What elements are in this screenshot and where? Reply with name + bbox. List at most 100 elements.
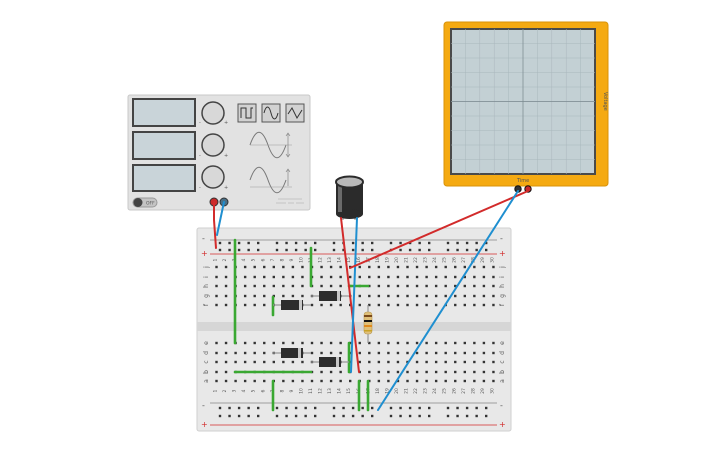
breadboard-hole[interactable] xyxy=(415,265,419,269)
breadboard-hole[interactable] xyxy=(291,360,295,364)
breadboard-hole[interactable] xyxy=(301,275,304,279)
breadboard-hole[interactable] xyxy=(243,294,247,298)
rail-hole[interactable] xyxy=(418,248,421,252)
breadboard-hole[interactable] xyxy=(263,351,266,355)
breadboard-hole[interactable] xyxy=(253,351,256,355)
breadboard-hole[interactable] xyxy=(425,303,428,307)
rail-hole[interactable] xyxy=(237,241,241,245)
rail-hole[interactable] xyxy=(304,248,307,252)
breadboard-hole[interactable] xyxy=(415,360,419,364)
breadboard-hole[interactable] xyxy=(215,294,218,298)
breadboard-hole[interactable] xyxy=(463,275,466,279)
breadboard-hole[interactable] xyxy=(482,265,486,269)
breadboard-hole[interactable] xyxy=(339,370,342,374)
breadboard-hole[interactable] xyxy=(263,303,266,307)
breadboard-hole[interactable] xyxy=(301,284,304,288)
breadboard-hole[interactable] xyxy=(482,275,486,279)
breadboard-hole[interactable] xyxy=(253,275,256,279)
breadboard-hole[interactable] xyxy=(282,341,285,345)
breadboard-hole[interactable] xyxy=(406,303,409,307)
rail-hole[interactable] xyxy=(371,414,374,418)
rail-hole[interactable] xyxy=(351,248,355,252)
rail-hole[interactable] xyxy=(475,406,478,410)
breadboard-hole[interactable] xyxy=(329,303,333,307)
breadboard-hole[interactable] xyxy=(377,284,381,288)
breadboard-hole[interactable] xyxy=(454,360,457,364)
breadboard-hole[interactable] xyxy=(339,351,342,355)
breadboard-hole[interactable] xyxy=(482,341,486,345)
rail-hole[interactable] xyxy=(446,414,450,418)
breadboard-hole[interactable] xyxy=(215,370,218,374)
breadboard-hole[interactable] xyxy=(224,275,228,279)
amplitude-knob[interactable] xyxy=(201,133,225,157)
breadboard-hole[interactable] xyxy=(454,351,457,355)
blue-wire-generator[interactable] xyxy=(216,201,225,236)
breadboard-hole[interactable] xyxy=(444,351,447,355)
breadboard-hole[interactable] xyxy=(444,370,447,374)
breadboard-hole[interactable] xyxy=(425,379,428,383)
breadboard-hole[interactable] xyxy=(253,265,256,269)
rail-hole[interactable] xyxy=(371,406,374,410)
breadboard-hole[interactable] xyxy=(434,303,438,307)
blue-wire-oscilloscope[interactable] xyxy=(377,190,519,411)
rail-hole[interactable] xyxy=(475,248,478,252)
breadboard-hole[interactable] xyxy=(387,360,390,364)
breadboard-hole[interactable] xyxy=(463,303,466,307)
breadboard-hole[interactable] xyxy=(415,275,419,279)
breadboard-hole[interactable] xyxy=(263,379,266,383)
resistor[interactable] xyxy=(363,305,373,343)
rail-hole[interactable] xyxy=(275,248,279,252)
breadboard-hole[interactable] xyxy=(492,360,495,364)
frequency-knob[interactable] xyxy=(201,101,225,125)
breadboard-hole[interactable] xyxy=(434,284,438,288)
breadboard-hole[interactable] xyxy=(282,284,285,288)
breadboard-hole[interactable] xyxy=(444,360,447,364)
rail-hole[interactable] xyxy=(257,414,260,418)
breadboard-hole[interactable] xyxy=(396,370,400,374)
rail-hole[interactable] xyxy=(428,414,431,418)
rail-hole[interactable] xyxy=(342,248,345,252)
electrolytic-capacitor[interactable] xyxy=(335,175,364,221)
breadboard-hole[interactable] xyxy=(320,284,323,288)
rail-hole[interactable] xyxy=(465,241,469,245)
breadboard-hole[interactable] xyxy=(492,265,495,269)
breadboard-hole[interactable] xyxy=(396,275,400,279)
red-wire-oscilloscope[interactable] xyxy=(349,190,529,269)
breadboard-hole[interactable] xyxy=(415,370,419,374)
breadboard-hole[interactable] xyxy=(482,379,486,383)
breadboard-hole[interactable] xyxy=(387,379,390,383)
breadboard-hole[interactable] xyxy=(492,303,495,307)
breadboard-hole[interactable] xyxy=(224,379,228,383)
breadboard-hole[interactable] xyxy=(454,284,457,288)
breadboard-hole[interactable] xyxy=(425,351,428,355)
breadboard-hole[interactable] xyxy=(291,294,295,298)
rail-hole[interactable] xyxy=(361,414,364,418)
breadboard-hole[interactable] xyxy=(291,379,295,383)
breadboard-hole[interactable] xyxy=(339,341,342,345)
breadboard-hole[interactable] xyxy=(396,360,400,364)
rail-hole[interactable] xyxy=(408,414,412,418)
rail-hole[interactable] xyxy=(399,248,402,252)
rail-hole[interactable] xyxy=(218,406,222,410)
breadboard-hole[interactable] xyxy=(368,294,371,298)
rail-hole[interactable] xyxy=(456,241,459,245)
breadboard-hole[interactable] xyxy=(253,284,256,288)
breadboard-hole[interactable] xyxy=(368,370,371,374)
breadboard-hole[interactable] xyxy=(444,275,447,279)
breadboard-hole[interactable] xyxy=(215,360,218,364)
breadboard-hole[interactable] xyxy=(339,275,342,279)
rail-hole[interactable] xyxy=(485,414,488,418)
rail-hole[interactable] xyxy=(351,406,355,410)
breadboard-hole[interactable] xyxy=(291,341,295,345)
rail-hole[interactable] xyxy=(275,241,279,245)
breadboard-hole[interactable] xyxy=(492,351,495,355)
breadboard-hole[interactable] xyxy=(301,294,304,298)
breadboard-hole[interactable] xyxy=(473,341,476,345)
breadboard-hole[interactable] xyxy=(272,360,275,364)
breadboard-hole[interactable] xyxy=(463,370,466,374)
green-jumpers[interactable] xyxy=(233,238,370,412)
breadboard-hole[interactable] xyxy=(320,370,323,374)
breadboard-hole[interactable] xyxy=(358,341,361,345)
rail-hole[interactable] xyxy=(294,406,298,410)
breadboard-hole[interactable] xyxy=(444,284,447,288)
